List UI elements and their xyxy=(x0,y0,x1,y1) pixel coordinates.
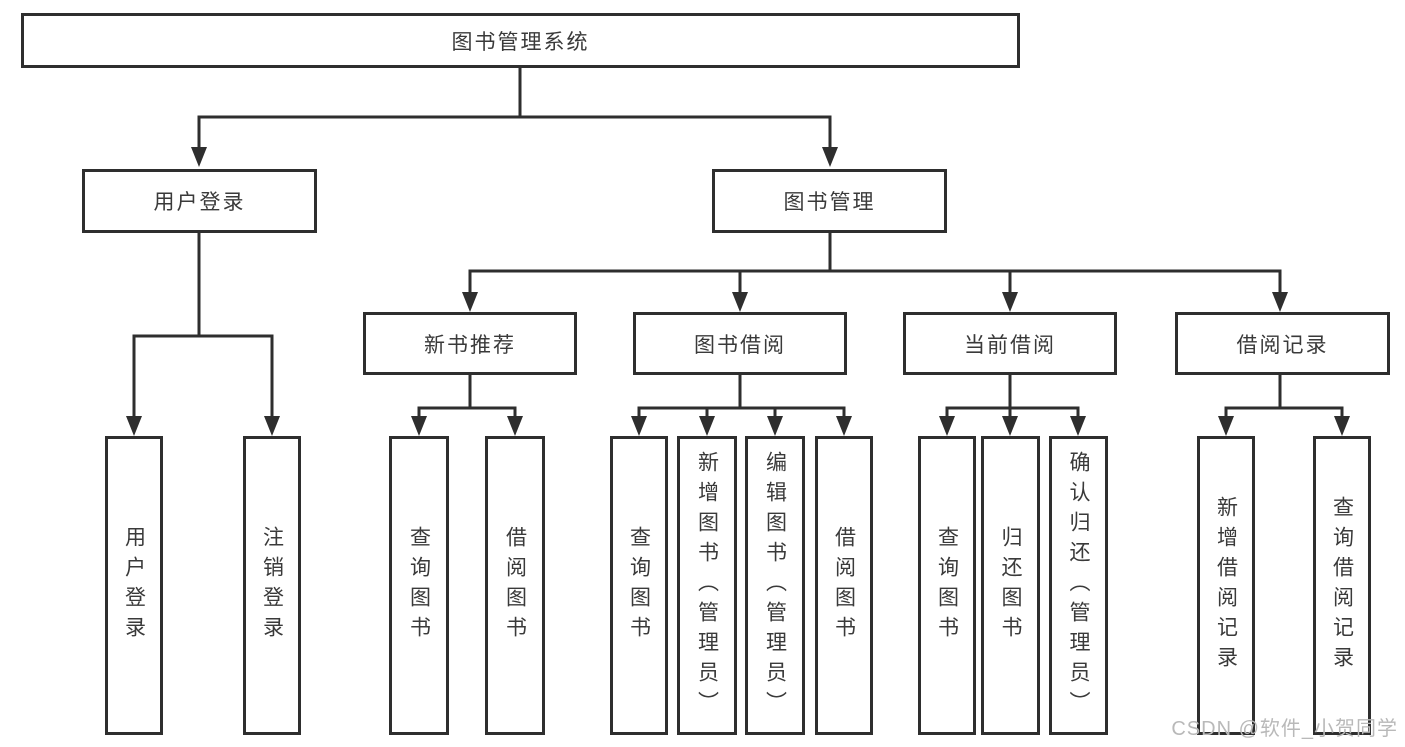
arrowheads-level3 xyxy=(462,292,1288,312)
node-label: 用户登录 xyxy=(122,525,146,646)
leaf-edit-book-admin: 编辑图书（管理员） xyxy=(745,436,805,735)
leaf-confirm-return-admin: 确认归还（管理员） xyxy=(1049,436,1108,735)
leaf-query-books-current: 查询图书 xyxy=(918,436,976,735)
arrowheads-borrow-leaves xyxy=(631,416,852,436)
node-label: 用户登录 xyxy=(153,191,246,214)
node-label: 新书推荐 xyxy=(424,333,516,357)
leaf-return-book: 归还图书 xyxy=(981,436,1040,735)
leaf-borrow-books-recommend: 借阅图书 xyxy=(485,436,545,735)
connector-root-to-level2 xyxy=(197,68,832,149)
node-label: 新增借阅记录 xyxy=(1214,495,1238,676)
arrowheads-level2 xyxy=(191,147,838,167)
node-book-management-branch: 图书管理 xyxy=(712,169,947,233)
connector-borrow-to-leaves xyxy=(637,375,846,418)
node-label: 查询图书 xyxy=(935,525,959,646)
node-label: 编辑图书（管理员） xyxy=(763,450,787,721)
node-current-borrowing: 当前借阅 xyxy=(903,312,1117,375)
node-book-borrowing: 图书借阅 xyxy=(633,312,847,375)
connector-newbook-to-leaves xyxy=(417,375,517,418)
node-user-login-branch: 用户登录 xyxy=(82,169,317,233)
leaf-query-books-borrow: 查询图书 xyxy=(610,436,668,735)
node-label: 图书管理系统 xyxy=(451,30,590,54)
leaf-borrow-books: 借阅图书 xyxy=(815,436,873,735)
connector-records-to-leaves xyxy=(1224,375,1344,418)
arrowheads-current-leaves xyxy=(939,416,1086,436)
node-root-system: 图书管理系统 xyxy=(21,13,1020,68)
node-label: 借阅记录 xyxy=(1236,333,1329,357)
node-label: 注销登录 xyxy=(260,525,284,646)
leaf-query-books-recommend: 查询图书 xyxy=(389,436,449,735)
node-label: 查询借阅记录 xyxy=(1330,495,1354,676)
node-label: 查询图书 xyxy=(627,525,651,646)
leaf-user-login: 用户登录 xyxy=(105,436,163,735)
leaf-query-borrow-record: 查询借阅记录 xyxy=(1313,436,1371,735)
leaf-add-borrow-record: 新增借阅记录 xyxy=(1197,436,1255,735)
node-label: 归还图书 xyxy=(999,525,1022,646)
node-label: 当前借阅 xyxy=(964,333,1056,357)
watermark: CSDN @软件_小贺同学 xyxy=(1171,718,1398,740)
connector-login-to-leaves xyxy=(132,233,274,418)
leaf-logout: 注销登录 xyxy=(243,436,301,735)
arrowheads-login-leaves xyxy=(126,416,280,436)
node-borrowing-records: 借阅记录 xyxy=(1175,312,1390,375)
arrowheads-records-leaves xyxy=(1218,416,1350,436)
node-label: 图书借阅 xyxy=(694,333,786,357)
node-label: 图书管理 xyxy=(783,191,876,214)
node-label: 借阅图书 xyxy=(503,525,527,646)
node-label: 确认归还（管理员） xyxy=(1067,450,1090,721)
arrowheads-newbook-leaves xyxy=(411,416,523,436)
node-label: 借阅图书 xyxy=(832,525,856,646)
connector-current-to-leaves xyxy=(945,375,1080,418)
node-new-book-recommend: 新书推荐 xyxy=(363,312,577,375)
node-label: 查询图书 xyxy=(407,525,431,646)
leaf-add-book-admin: 新增图书（管理员） xyxy=(677,436,737,735)
connector-mgmt-to-level3 xyxy=(468,233,1282,294)
node-label: 新增图书（管理员） xyxy=(695,450,719,721)
